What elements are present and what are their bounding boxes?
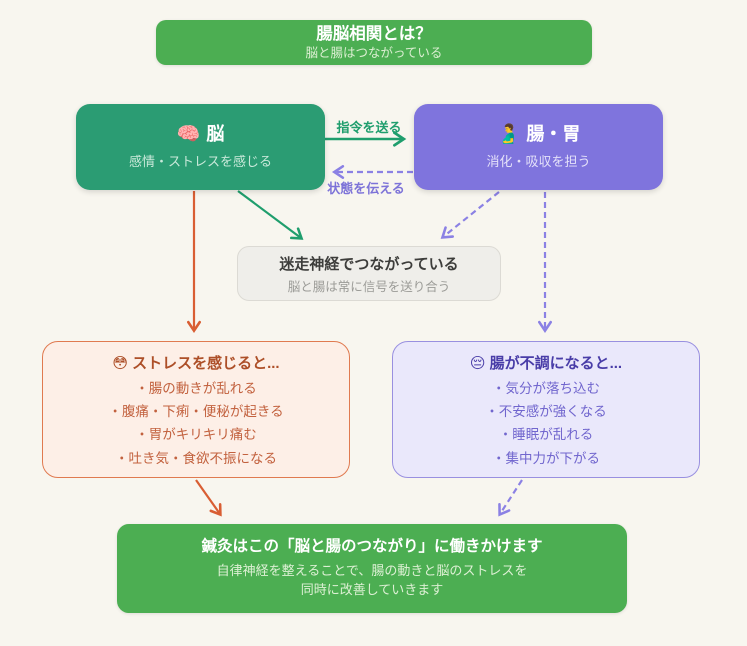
stress-title-text: ストレスを感じると... (132, 355, 280, 372)
list-item: ・吐き気・食欲不振になる (115, 450, 277, 466)
pregnant-belly-icon: 🫃 (496, 124, 521, 146)
mood-title-text: 腸が不調になると... (489, 355, 623, 372)
arrow-brain-to-vagus (237, 190, 304, 240)
pensive-face-icon: 😔 (469, 355, 486, 372)
brain-title: 🧠脳 (76, 124, 325, 147)
status-arrow-label: 状態を伝える (327, 181, 405, 196)
mood-title: 😔腸が不調になると... (401, 352, 691, 373)
page-title: 腸脳相関とは？ (316, 25, 432, 44)
brain-node: 🧠脳 感情・ストレスを感じる (76, 104, 325, 190)
arrow-gut-to-vagus (440, 191, 500, 239)
list-item: ・集中力が下がる (492, 450, 600, 466)
stress-effects-node: 😳ストレスを感じると... ・腸の動きが乱れる ・腹痛・下痢・便秘が起きる ・胃… (42, 341, 350, 478)
list-item: ・腹痛・下痢・便秘が起きる (108, 404, 284, 420)
list-item: ・腸の動きが乱れる (135, 381, 257, 396)
gut-node: 🫃腸・胃 消化・吸収を担う (414, 104, 663, 190)
brain-icon: 🧠 (176, 124, 201, 146)
gut-label: 腸・胃 (526, 124, 581, 145)
flushed-face-icon: 😳 (112, 355, 129, 372)
arrow-mood-to-footer (498, 479, 523, 517)
conclusion-banner: 鍼灸はこの「脳と腸のつながり」に働きかけます 自律神経を整えることで、腸の動きと… (117, 524, 627, 613)
list-item: ・不安感が強くなる (485, 404, 607, 420)
gut-upset-effects-node: 😔腸が不調になると... ・気分が落ち込む ・不安感が強くなる ・睡眠が乱れる … (392, 341, 700, 478)
command-arrow-label: 指令を送る (336, 120, 402, 135)
conclusion-title: 鍼灸はこの「脳と腸のつながり」に働きかけます (201, 538, 543, 556)
brain-label: 脳 (206, 124, 225, 145)
brain-subtitle: 感情・ストレスを感じる (128, 153, 272, 169)
gut-title: 🫃腸・胃 (414, 124, 663, 147)
page-subtitle: 脳と腸はつながっている (305, 45, 443, 60)
title-banner: 腸脳相関とは？ 脳と腸はつながっている (156, 20, 592, 65)
list-item: ・睡眠が乱れる (498, 427, 594, 443)
conclusion-text: 自律神経を整えることで、腸の動きと脳のストレスを 同時に改善していきます (117, 561, 627, 600)
arrow-stress-to-footer (195, 479, 222, 517)
conclusion-line2: 同時に改善していきます (300, 582, 444, 598)
gut-subtitle: 消化・吸収を担う (486, 153, 591, 169)
vagus-title: 迷走神経でつながっている (279, 255, 459, 273)
mood-item-list: ・気分が落ち込む ・不安感が強くなる ・睡眠が乱れる ・集中力が下がる (401, 377, 691, 470)
stress-title: 😳ストレスを感じると... (51, 352, 341, 373)
stress-item-list: ・腸の動きが乱れる ・腹痛・下痢・便秘が起きる ・胃がキリキリ痛む ・吐き気・食… (51, 377, 341, 470)
vagus-nerve-node: 迷走神経でつながっている 脳と腸は常に信号を送り合う (237, 246, 501, 301)
conclusion-line1: 自律神経を整えることで、腸の動きと脳のストレスを (216, 562, 528, 578)
list-item: ・気分が落ち込む (492, 381, 600, 396)
vagus-subtitle: 脳と腸は常に信号を送り合う (287, 279, 451, 294)
list-item: ・胃がキリキリ痛む (135, 427, 257, 443)
